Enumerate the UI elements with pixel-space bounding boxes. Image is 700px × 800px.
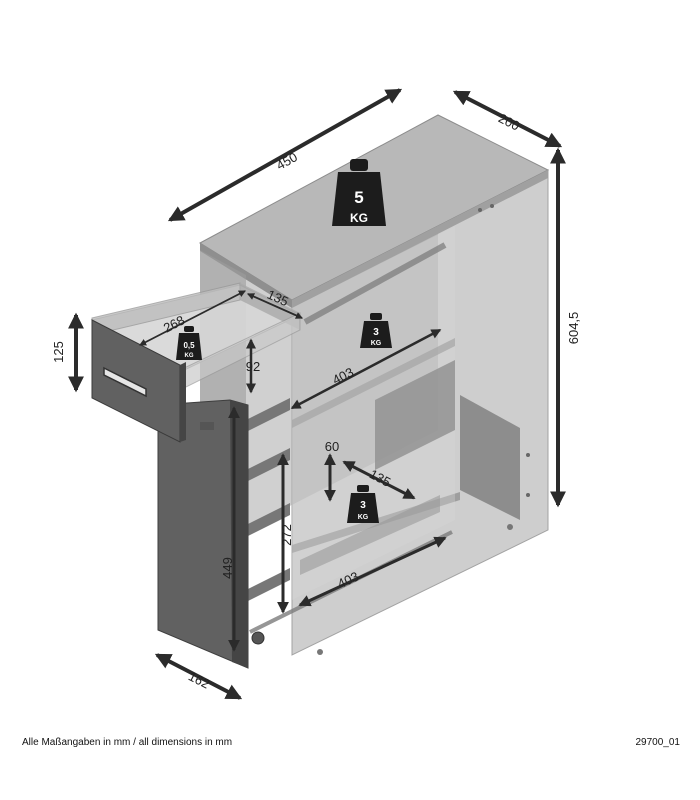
weight-shelf-lower-unit: KG (358, 514, 369, 521)
weight-top-value: 5 (354, 188, 363, 207)
arrow-depth (452, 90, 563, 148)
weight-shelf-lower-value: 3 (360, 500, 366, 511)
label-pullout-height: 272 (279, 524, 294, 546)
cabinet-interior (292, 226, 455, 600)
footer-article-code: 29700_01 (635, 737, 681, 748)
inner-block-right (460, 395, 520, 520)
hook-3 (526, 453, 530, 457)
pullout-wheel (251, 631, 265, 645)
arrow-pullout-depth (154, 653, 243, 700)
dimension-arrows (68, 88, 566, 700)
drawer-stop (200, 422, 214, 430)
pullout-shelves (246, 398, 290, 432)
arrow-compartment-width (342, 460, 416, 500)
weight-top-unit: KG (350, 211, 368, 225)
foot-right (507, 524, 513, 530)
weight-shelf-upper-unit: KG (371, 340, 382, 347)
label-pullout-depth: 162 (186, 668, 212, 691)
hook-1 (478, 208, 482, 212)
hook-2 (490, 204, 494, 208)
arrow-width (167, 88, 403, 222)
label-width: 450 (274, 149, 300, 173)
hook-4 (526, 493, 530, 497)
arrow-drawer-depth (139, 290, 246, 346)
label-height: 604,5 (566, 312, 581, 345)
drawer-rail (303, 242, 447, 325)
weight-drawer-unit: KG (185, 353, 194, 359)
label-pullout-full-height: 449 (220, 557, 235, 579)
arrow-shelf-lower (298, 536, 447, 607)
weight-drawer-value: 0,5 (183, 341, 195, 350)
arrow-drawer-inner-width (247, 293, 303, 319)
label-drawer-height: 125 (51, 341, 66, 363)
drawer-front-edge (180, 362, 186, 442)
label-depth: 200 (496, 110, 522, 133)
top-board-front-edge (292, 170, 548, 308)
drawer-handle (103, 366, 147, 398)
footer-units-note: Alle Maßangaben in mm / all dimensions i… (22, 737, 233, 748)
label-drawer-inner-height: 92 (246, 359, 260, 374)
arrow-shelf-upper (290, 328, 442, 410)
weight-shelf-upper-value: 3 (373, 327, 379, 338)
label-compartment-height: 60 (325, 439, 339, 454)
foot-front (317, 649, 323, 655)
